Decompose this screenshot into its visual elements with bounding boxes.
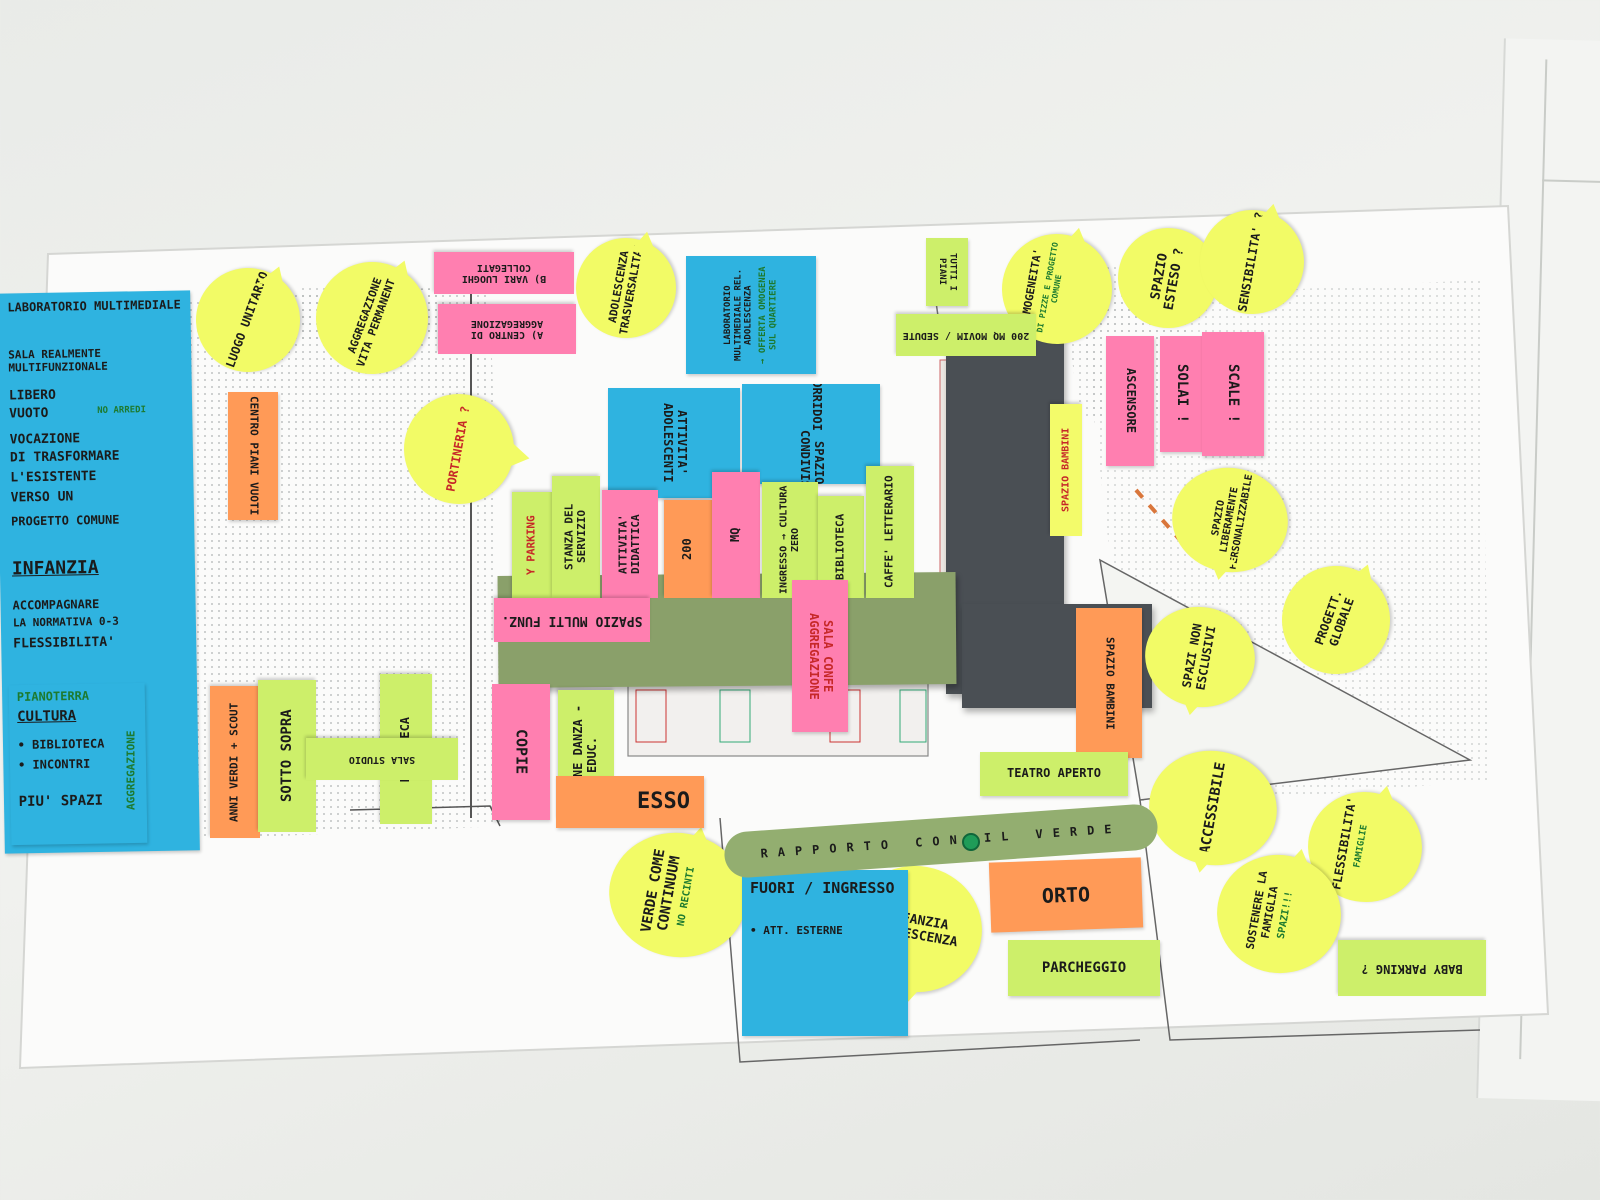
note-centro-vuoti: CENTRO PIANI VUOTI xyxy=(228,392,278,520)
note-sala-confe: SALA CONFE AGGREGAZIONE xyxy=(792,580,848,732)
note-mq: MQ xyxy=(712,472,760,598)
note-heading: INFANZIA xyxy=(12,556,187,580)
note-line: PROGETTO COMUNE xyxy=(11,512,186,529)
note-text: CORRIDOI xyxy=(809,384,823,430)
note-line: LABORATORIO MULTIMEDIALE xyxy=(7,298,182,315)
note-vari-luoghi: B) VARI LUOGHI COLLEGATI xyxy=(434,252,574,294)
note-centro-aggregazione: A) CENTRO DI AGGREGAZIONE xyxy=(438,304,576,354)
note-small-yellow: SPAZIO BAMBINI xyxy=(1050,404,1082,536)
note-esso: ESSO xyxy=(556,776,704,828)
note-anni-verdi: ANNI VERDI + SCOUT xyxy=(210,686,260,838)
push-pin xyxy=(962,833,980,851)
note-line: SALA REALMENTE MULTIFUNZIONALE xyxy=(8,346,183,374)
note-parking: Y PARKING xyxy=(512,492,552,598)
note-ascensore: ASCENSORE xyxy=(1106,336,1154,466)
note-corridoi: CORRIDOI SPAZIO CONDIVISO xyxy=(742,384,880,484)
note-caffe: CAFFE' LETTERARIO xyxy=(866,466,914,598)
note-200: 200 xyxy=(664,500,712,598)
note-laboratorio: LABORATORIO MULTIMEDIALE REL. ADOLESCENZ… xyxy=(686,256,816,374)
note-text: • ATT. ESTERNE xyxy=(750,925,900,938)
note-line: ACCOMPAGNARE xyxy=(12,596,187,613)
note-text: FUORI / INGRESSO xyxy=(750,880,900,897)
building-lower xyxy=(628,678,928,756)
note-didattica: ATTIVITA' DIDATTICA xyxy=(602,490,658,598)
note-parcheggio: PARCHEGGIO xyxy=(1008,940,1160,996)
note-line: NO ARREDI xyxy=(97,404,184,416)
note-orto: ORTO xyxy=(989,857,1143,932)
note-spazio-multi: SPAZIO MULTI FUNZ. xyxy=(494,598,650,642)
note-line: FLESSIBILITA' xyxy=(13,634,188,652)
note-scale: SCALE ! xyxy=(1202,332,1264,456)
note-servizio: STANZA DEL SERVIZIO xyxy=(552,476,600,598)
note-text: LABORATORIO MULTIMEDIALE REL. ADOLESCENZ… xyxy=(723,260,754,370)
aggregazione-label: AGGREGAZIONE xyxy=(118,700,146,840)
note-text: SPAZIO CONDIVISO xyxy=(797,430,825,484)
note-tutti-piani: TUTTI I PIANI xyxy=(926,238,968,306)
note-line: LIBERO xyxy=(9,386,184,404)
note-sala-studio: SALA STUDIO xyxy=(306,738,458,780)
note-line: LA NORMATIVA 0-3 xyxy=(13,614,188,630)
note-line: L'ESISTENTE xyxy=(10,468,185,486)
note-solai: SOLAI ! xyxy=(1160,336,1204,452)
note-movimento: 200 MQ MOVIM / SEDUTE xyxy=(896,314,1036,356)
plan-line xyxy=(470,288,472,818)
note-baby-parking: BABY PARKING ? xyxy=(1338,940,1486,996)
note-line: VOCAZIONE xyxy=(10,430,185,448)
note-line: DI TRASFORMARE xyxy=(10,448,185,466)
note-line: VERSO UN xyxy=(11,488,186,506)
note-fuori-ingresso: FUORI / INGRESSO • ATT. ESTERNE xyxy=(742,870,908,1036)
note-spazio-bambini: SPAZIO BAMBINI xyxy=(1076,608,1142,758)
note-text: → OFFERTA OMOGENEA SUL QUARTIERE xyxy=(758,260,779,370)
note-copie: COPIE xyxy=(492,684,550,820)
note-teatro: TEATRO APERTO xyxy=(980,752,1128,796)
